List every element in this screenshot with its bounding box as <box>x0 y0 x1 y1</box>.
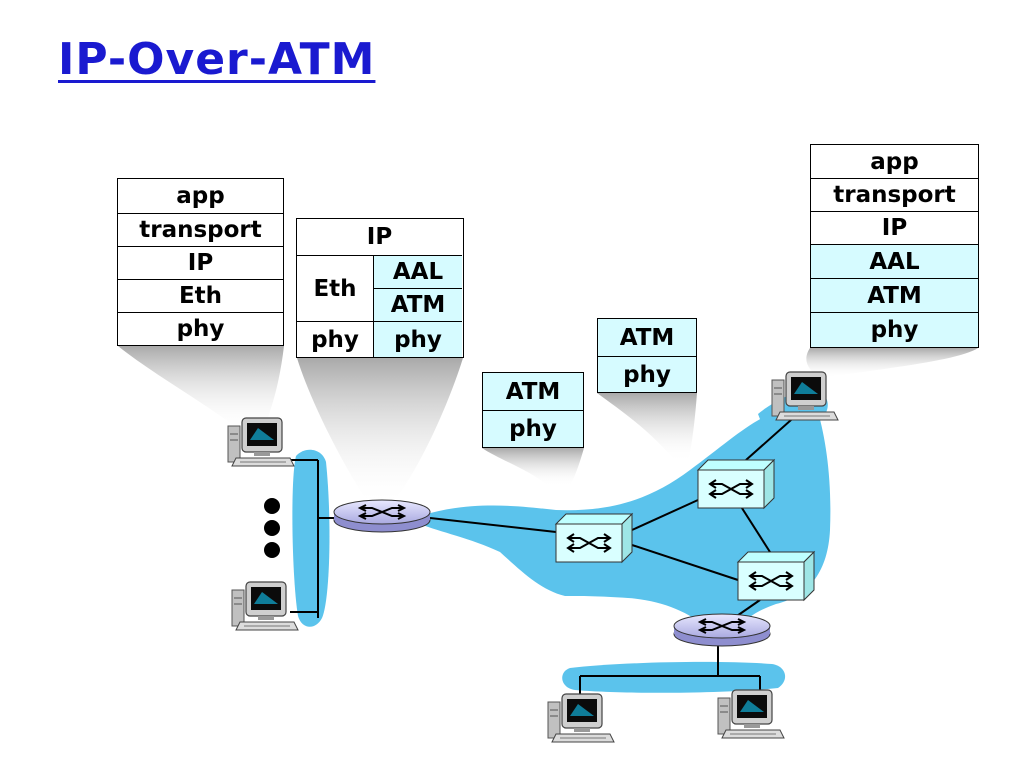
atm-switch-icon[interactable] <box>697 459 775 509</box>
layer-phy: phy <box>811 312 978 347</box>
layer-ip: IP <box>118 246 283 279</box>
layer-transport: transport <box>811 178 978 211</box>
links <box>283 411 801 696</box>
layer-app: app <box>176 183 225 209</box>
ethernet-lan-left <box>292 449 330 627</box>
callout-host-right <box>806 348 978 378</box>
protocol-stack-router: IP Eth AAL ATM phy phy <box>296 218 464 358</box>
protocol-stack-switch-b: ATM phy <box>597 318 697 393</box>
layer-transport: transport <box>118 213 283 246</box>
ethernet-lan-bottom <box>562 661 786 693</box>
callout-host-left <box>118 346 284 432</box>
callout-router <box>297 358 463 506</box>
atm-switch-icon[interactable] <box>737 551 815 601</box>
layer-phy: phy <box>297 321 374 357</box>
layer-atm: ATM <box>374 288 462 321</box>
computer-icon[interactable] <box>231 581 299 631</box>
computer-icon[interactable] <box>547 693 615 743</box>
layer-phy: phy <box>374 321 462 357</box>
layer-aal: AAL <box>374 255 462 288</box>
atm-switch-icon[interactable] <box>555 513 633 563</box>
callout-switch-b <box>597 393 697 462</box>
layer-atm: ATM <box>505 378 561 405</box>
callout-shadows <box>118 346 978 506</box>
layer-atm: ATM <box>619 324 675 351</box>
layer-phy: phy <box>483 410 583 447</box>
protocol-stack-switch-a: ATM phy <box>482 372 584 448</box>
layer-app: app <box>870 148 919 175</box>
protocol-stack-host-right: app transport IP AAL ATM phy <box>810 144 979 348</box>
layer-aal: AAL <box>811 244 978 278</box>
computer-icon[interactable] <box>717 689 785 739</box>
layer-ip: IP <box>811 211 978 244</box>
layer-ip: IP <box>366 224 393 250</box>
page-title: IP-Over-ATM <box>58 34 376 85</box>
layer-eth: Eth <box>297 255 374 321</box>
router-icon[interactable] <box>673 613 771 647</box>
router-icon[interactable] <box>333 499 431 533</box>
computer-icon[interactable] <box>771 371 839 421</box>
layer-eth: Eth <box>118 279 283 312</box>
ellipsis-dots <box>264 498 280 558</box>
protocol-stack-host-left: app transport IP Eth phy <box>117 178 284 346</box>
layer-phy: phy <box>118 312 283 345</box>
layer-phy: phy <box>598 356 696 392</box>
layer-atm: ATM <box>811 278 978 312</box>
callout-switch-a <box>482 448 584 486</box>
